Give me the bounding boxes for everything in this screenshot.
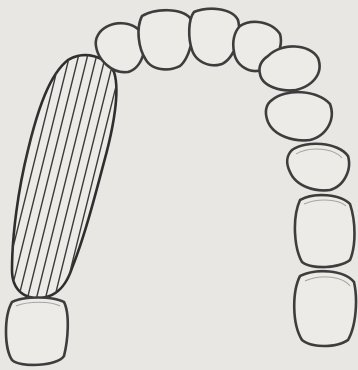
hatch-line (162, 50, 224, 300)
hatch-line (171, 50, 233, 300)
hatch-line (216, 50, 278, 300)
hatch-line (198, 50, 260, 300)
tooth-central-left (139, 10, 193, 69)
hatch-line (126, 50, 188, 300)
hatched-pontic (0, 50, 287, 300)
hatch-line (0, 50, 8, 300)
hatch-line (180, 50, 242, 300)
tooth-central-right (189, 9, 239, 66)
hatch-line (144, 50, 206, 300)
hatch-line (135, 50, 197, 300)
hatch-line (153, 50, 215, 300)
hatch-line (117, 50, 179, 300)
hatch-line (207, 50, 269, 300)
tooth-molar-second-right (294, 271, 356, 346)
tooth-molar-first-right (295, 195, 355, 267)
hatch-line (189, 50, 251, 300)
tooth-molar-left (6, 298, 68, 365)
tooth-premolar-first-right (266, 92, 332, 140)
tooth-premolar-second-right (287, 144, 349, 191)
